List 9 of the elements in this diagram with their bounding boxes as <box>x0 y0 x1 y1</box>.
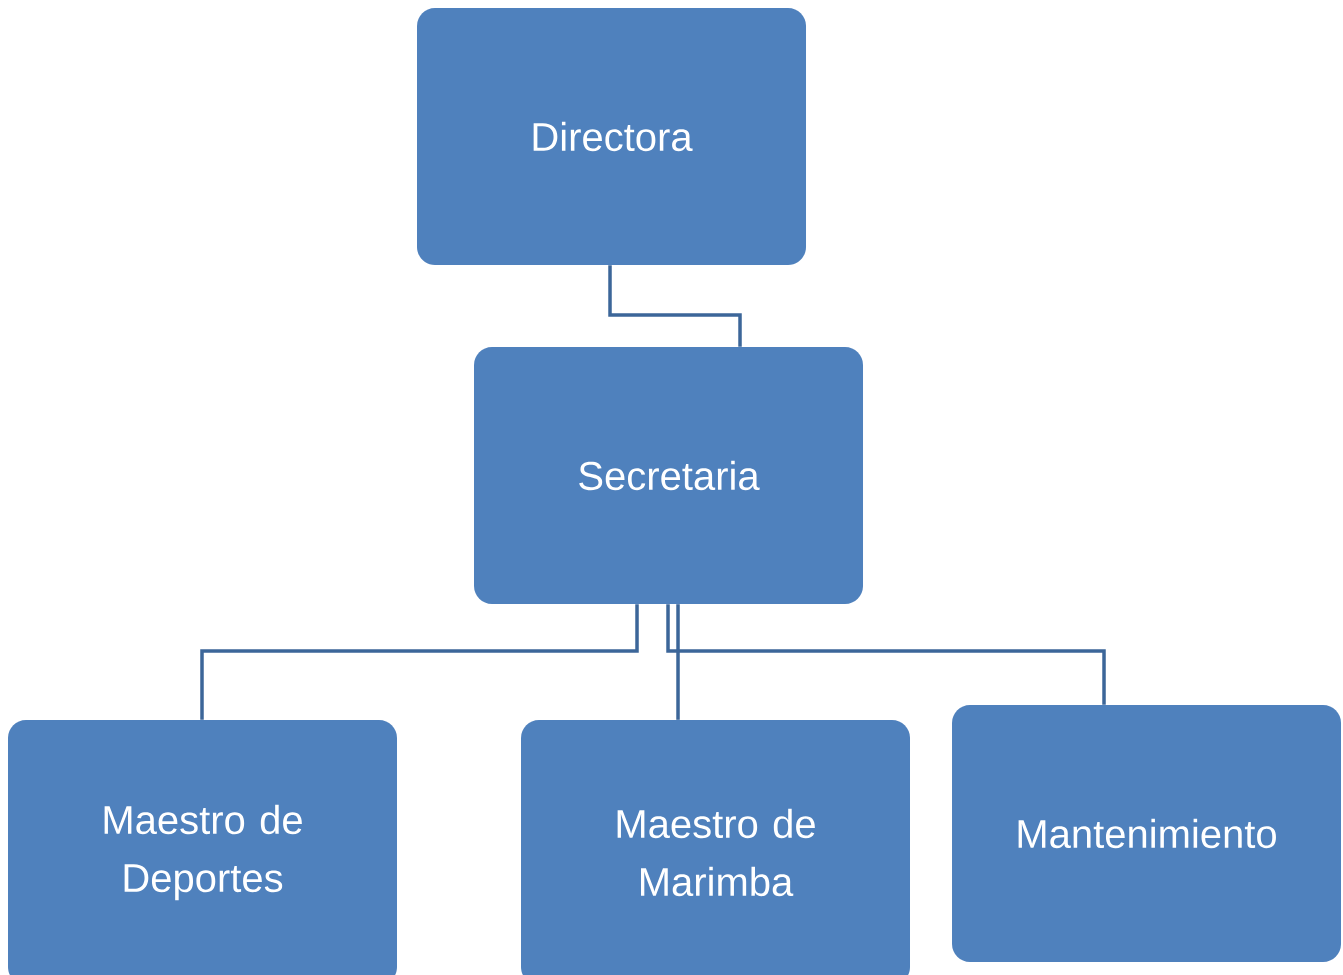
org-box: Directora <box>417 8 806 265</box>
org-box: Maestro de Marimba <box>521 720 910 975</box>
org-box: Secretaria <box>474 347 863 604</box>
connector-line <box>608 265 742 347</box>
connector-line <box>200 604 639 720</box>
connector-line <box>676 604 680 720</box>
org-box: Mantenimiento <box>952 705 1341 962</box>
org-box: Maestro de Deportes <box>8 720 397 975</box>
connector-line <box>666 604 1106 705</box>
